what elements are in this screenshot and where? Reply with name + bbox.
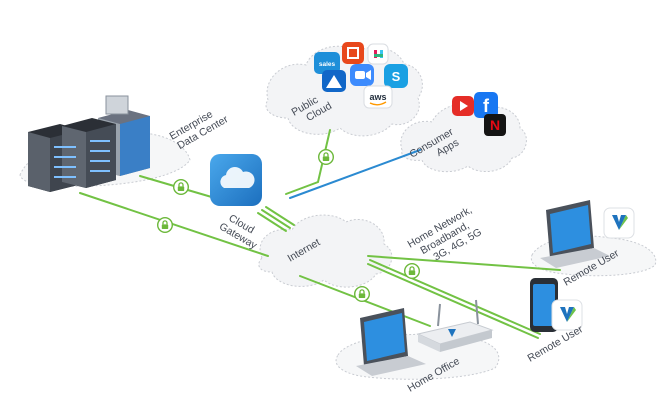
svg-text:aws: aws bbox=[369, 92, 386, 102]
link-gateway-public-cloud bbox=[285, 129, 331, 195]
skype-icon: S bbox=[384, 64, 408, 88]
youtube-icon bbox=[452, 96, 474, 116]
svg-text:f: f bbox=[483, 96, 490, 116]
home-router-icon bbox=[416, 299, 494, 352]
link-datacenter-internet bbox=[79, 192, 269, 257]
public-cloud-shape bbox=[265, 45, 423, 137]
enterprise-label: Enterprise Data Center bbox=[168, 103, 231, 153]
public-cloud-app-icons: sales S aws bbox=[314, 42, 408, 109]
svg-text:N: N bbox=[490, 117, 500, 133]
internet-cloud-shape bbox=[258, 214, 393, 288]
azure-icon bbox=[322, 70, 346, 92]
link-gateway-consumer-apps bbox=[289, 149, 421, 199]
cloud-gateway-icon bbox=[210, 154, 262, 206]
office-icon bbox=[342, 42, 364, 64]
zoom-icon bbox=[350, 64, 374, 86]
lock-icon bbox=[173, 179, 189, 195]
netflix-icon: N bbox=[484, 114, 506, 136]
remote-laptop-icon bbox=[540, 200, 610, 268]
server-racks-icon bbox=[28, 95, 150, 192]
lock-icon bbox=[157, 217, 173, 233]
lock-icon bbox=[354, 286, 370, 302]
link-internet-remote-laptop bbox=[367, 255, 561, 271]
facebook-icon: f bbox=[474, 92, 498, 118]
vpn-client-icon bbox=[551, 299, 583, 331]
salesforce-icon: sales bbox=[314, 52, 340, 74]
cloud-gateway-label: Cloud Gateway bbox=[217, 210, 266, 252]
svg-text:S: S bbox=[392, 69, 401, 84]
home-laptop-icon bbox=[356, 308, 426, 376]
vpn-client-icon bbox=[603, 207, 635, 239]
slack-icon bbox=[367, 43, 389, 65]
lock-icon bbox=[318, 149, 334, 165]
svg-text:sales: sales bbox=[319, 61, 336, 68]
lock-icon bbox=[404, 263, 420, 279]
consumer-app-icons: f N bbox=[452, 92, 506, 136]
remote-phone-icon bbox=[530, 278, 558, 332]
aws-icon: aws bbox=[363, 85, 393, 109]
